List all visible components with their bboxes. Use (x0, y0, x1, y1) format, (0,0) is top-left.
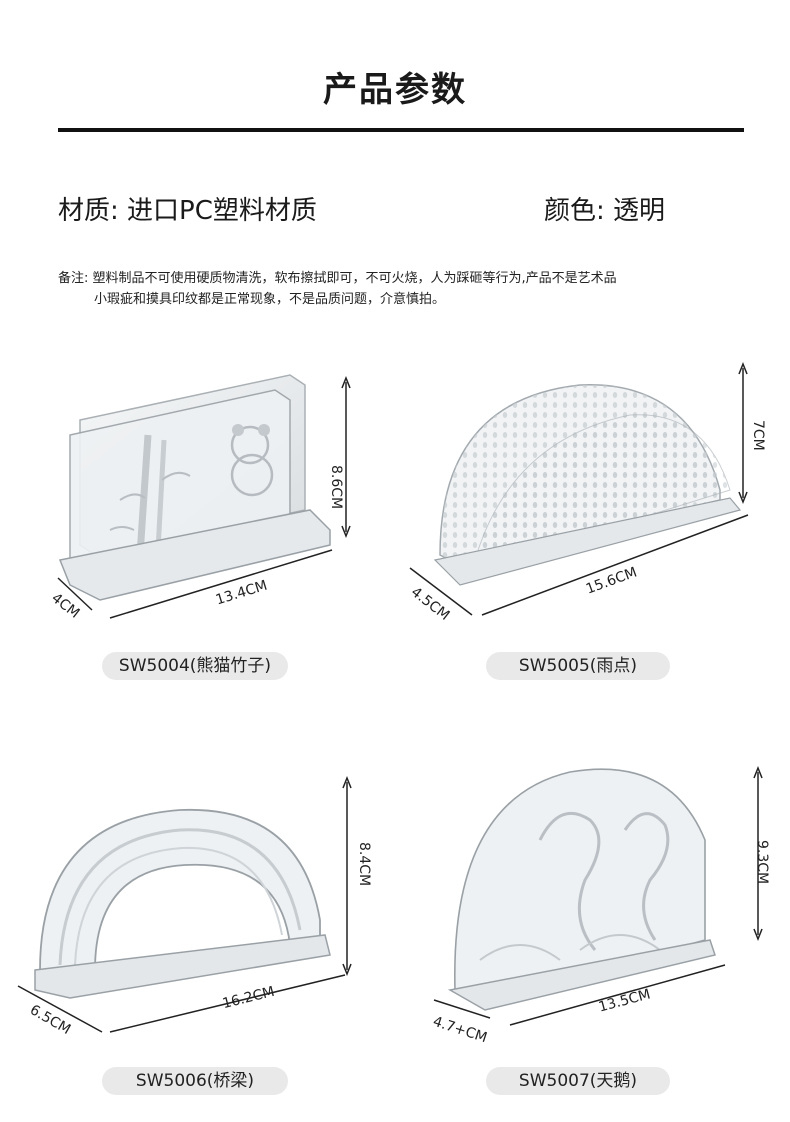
color-spec: 颜色: 透明 (544, 196, 666, 226)
sw5007-label: SW5007(天鹅) (486, 1067, 670, 1095)
product-image-raindrop-holder (409, 361, 749, 616)
product-sw5005 (400, 360, 770, 630)
care-note-line-2: 小瑕疵和摸具印纹都是正常现象，不是品质问题，介意慎拍。 (94, 292, 446, 307)
product-sw5007 (420, 760, 770, 1050)
page-title: 产品参数 (323, 70, 467, 110)
product-image-panda-holder (57, 374, 351, 619)
sw5007-height: 9.3CM (754, 840, 770, 885)
care-note: 备注: 塑料制品不可使用硬质物清洗，软布擦拭即可，不可火烧，人为踩砸等行为,产品… (58, 268, 758, 310)
product-image-swan-holder (433, 765, 763, 1026)
sw5006-height: 8.4CM (356, 842, 372, 887)
product-image-bridge-holder (17, 775, 352, 1033)
title-divider (58, 128, 744, 132)
sw5004-height: 8.6CM (328, 465, 344, 510)
sw5004-label: SW5004(熊猫竹子) (102, 652, 288, 680)
product-sw5006 (10, 770, 380, 1050)
product-sw5004 (40, 360, 380, 630)
sw5005-height: 7CM (750, 420, 766, 451)
material-spec: 材质: 进口PC塑料材质 (58, 196, 317, 226)
sw5006-label: SW5006(桥梁) (102, 1067, 288, 1095)
sw5005-label: SW5005(雨点) (486, 652, 670, 680)
care-note-line-1: 备注: 塑料制品不可使用硬质物清洗，软布擦拭即可，不可火烧，人为踩砸等行为,产品… (58, 271, 617, 286)
